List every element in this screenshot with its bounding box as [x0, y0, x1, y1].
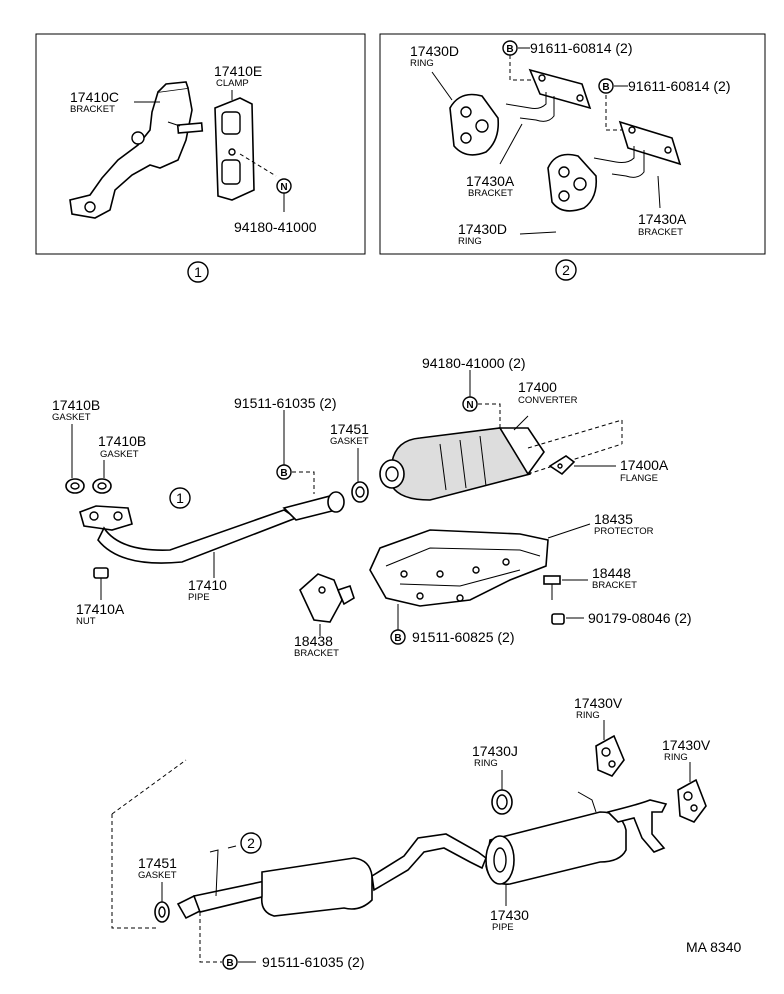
- part-number-17430d-top: 17430D: [410, 43, 459, 59]
- ring-17430v-1-drawing: [595, 734, 625, 777]
- part-name-bracket-438: BRACKET: [294, 648, 339, 659]
- bolt-b-marker-1: B: [502, 40, 518, 56]
- detail-box-2: B B 17430D RING 91611-60814 (2) 91611-60…: [379, 33, 766, 255]
- part-number-17410a: 17410A: [76, 601, 125, 617]
- part-name-protector: PROTECTOR: [594, 526, 654, 537]
- part-number-91511-61035-rear: 91511-61035 (2): [262, 954, 364, 970]
- svg-text:2: 2: [562, 262, 570, 278]
- ring-17430v-2-drawing: [677, 778, 707, 823]
- nut-n-marker-converter: N: [462, 396, 478, 412]
- part-name-converter: CONVERTER: [518, 395, 578, 406]
- part-number-94180-41000: 94180-41000: [234, 219, 317, 235]
- svg-text:N: N: [280, 182, 287, 193]
- pipe-17430-drawing: [176, 791, 668, 920]
- bracket-17410c-drawing: [69, 81, 204, 219]
- tail-ref-2: 2: [240, 832, 262, 854]
- bolt-b-marker-tail: B: [222, 954, 238, 970]
- part-name-gasket-rear: GASKET: [138, 870, 177, 881]
- svg-text:B: B: [602, 82, 609, 93]
- part-number-17451: 17451: [330, 421, 369, 437]
- part-number-17430v-1: 17430V: [574, 695, 623, 711]
- part-name-ring-j: RING: [474, 758, 498, 769]
- svg-text:B: B: [280, 468, 287, 479]
- bolt-b-marker-2: B: [598, 78, 614, 94]
- part-number-18435: 18435: [594, 511, 633, 527]
- drawing-code: MA 8340: [686, 939, 741, 955]
- part-number-17430v-2: 17430V: [662, 737, 711, 753]
- svg-text:B: B: [506, 44, 513, 55]
- part-number-91611-60814-b: 91611-60814 (2): [628, 78, 730, 94]
- part-number-17410e: 17410E: [214, 63, 262, 79]
- part-name-pipe-rear: PIPE: [492, 922, 514, 933]
- pipe-17410-drawing: [79, 491, 345, 564]
- part-number-17430: 17430: [490, 907, 529, 923]
- bracket-18438-drawing: [299, 573, 355, 623]
- part-name-gasket-b1: GASKET: [52, 412, 91, 423]
- part-name-bracket-right: BRACKET: [638, 227, 683, 238]
- part-number-17430d-bottom: 17430D: [458, 221, 507, 237]
- part-number-17410b-2: 17410B: [98, 433, 146, 449]
- part-name-nut: NUT: [76, 616, 96, 627]
- part-number-91511-61035: 91511-61035 (2): [234, 395, 336, 411]
- part-number-18438: 18438: [294, 633, 333, 649]
- detail-index-1: 1: [187, 261, 209, 283]
- part-number-17410: 17410: [188, 577, 227, 593]
- part-number-17400a: 17400A: [620, 457, 669, 473]
- svg-text:B: B: [226, 958, 233, 969]
- part-number-90179-08046: 90179-08046 (2): [588, 610, 692, 626]
- part-number-18448: 18448: [592, 565, 631, 581]
- bracket-18448-drawing: [543, 575, 561, 600]
- part-number-17451-rear: 17451: [138, 855, 177, 871]
- nut-17410a-drawing: [93, 567, 109, 600]
- part-number-17410b-1: 17410B: [52, 397, 100, 413]
- part-number-94180-41000-2: 94180-41000 (2): [422, 355, 526, 371]
- detail-box-1: N 17410C BRACKET 17410E CLAMP 94180-4100…: [35, 33, 366, 255]
- ring-17430d-bottom-drawing: [547, 153, 598, 212]
- converter-17400-drawing: [379, 427, 545, 501]
- detail-index-2: 2: [555, 259, 577, 281]
- part-name-clamp: CLAMP: [216, 78, 249, 89]
- part-name-ring-bottom: RING: [458, 236, 482, 247]
- bracket-17430a-left-drawing: [505, 68, 592, 122]
- flange-17400a-drawing: [548, 455, 576, 476]
- part-name-ring-v1: RING: [576, 710, 600, 721]
- part-number-91511-60825: 91511-60825 (2): [412, 629, 514, 645]
- part-name-flange: FLANGE: [620, 473, 658, 484]
- pipe-ref-1: 1: [169, 487, 191, 509]
- nut-n-marker: N: [276, 178, 292, 194]
- part-number-91611-60814-a: 91611-60814 (2): [530, 40, 632, 56]
- svg-text:N: N: [466, 400, 473, 411]
- part-name-gasket-b2: GASKET: [100, 449, 139, 460]
- bolt-90179-08046-drawing: [551, 613, 565, 625]
- part-number-17430a-right: 17430A: [638, 211, 687, 227]
- front-exhaust-section: 1 B N: [52, 355, 692, 659]
- svg-text:2: 2: [247, 835, 255, 851]
- bracket-17430a-right-drawing: [593, 120, 682, 178]
- part-number-17410c: 17410C: [70, 89, 119, 105]
- part-name-pipe: PIPE: [188, 592, 210, 603]
- part-name-bracket-448: BRACKET: [592, 580, 637, 591]
- bolt-b-marker-pipe: B: [276, 464, 292, 480]
- part-name-ring-v2: RING: [664, 752, 688, 763]
- bolt-b-marker-protector: B: [390, 629, 406, 645]
- part-number-17400: 17400: [518, 379, 557, 395]
- part-name-gasket-451: GASKET: [330, 436, 369, 447]
- part-name-bracket-left: BRACKET: [468, 188, 513, 199]
- part-name-ring-top: RING: [410, 58, 434, 69]
- svg-text:1: 1: [194, 264, 202, 280]
- rear-exhaust-section: 2 B 17430V RING 17430V RING: [111, 695, 711, 970]
- part-number-17430a-left: 17430A: [466, 173, 515, 189]
- svg-text:B: B: [394, 633, 401, 644]
- svg-text:1: 1: [176, 490, 184, 506]
- clamp-17410e-drawing: [214, 97, 277, 201]
- part-number-17430j: 17430J: [472, 743, 518, 759]
- protector-18435-drawing: [369, 529, 549, 607]
- ring-17430d-top-drawing: [449, 93, 500, 156]
- part-name-bracket: BRACKET: [70, 104, 115, 115]
